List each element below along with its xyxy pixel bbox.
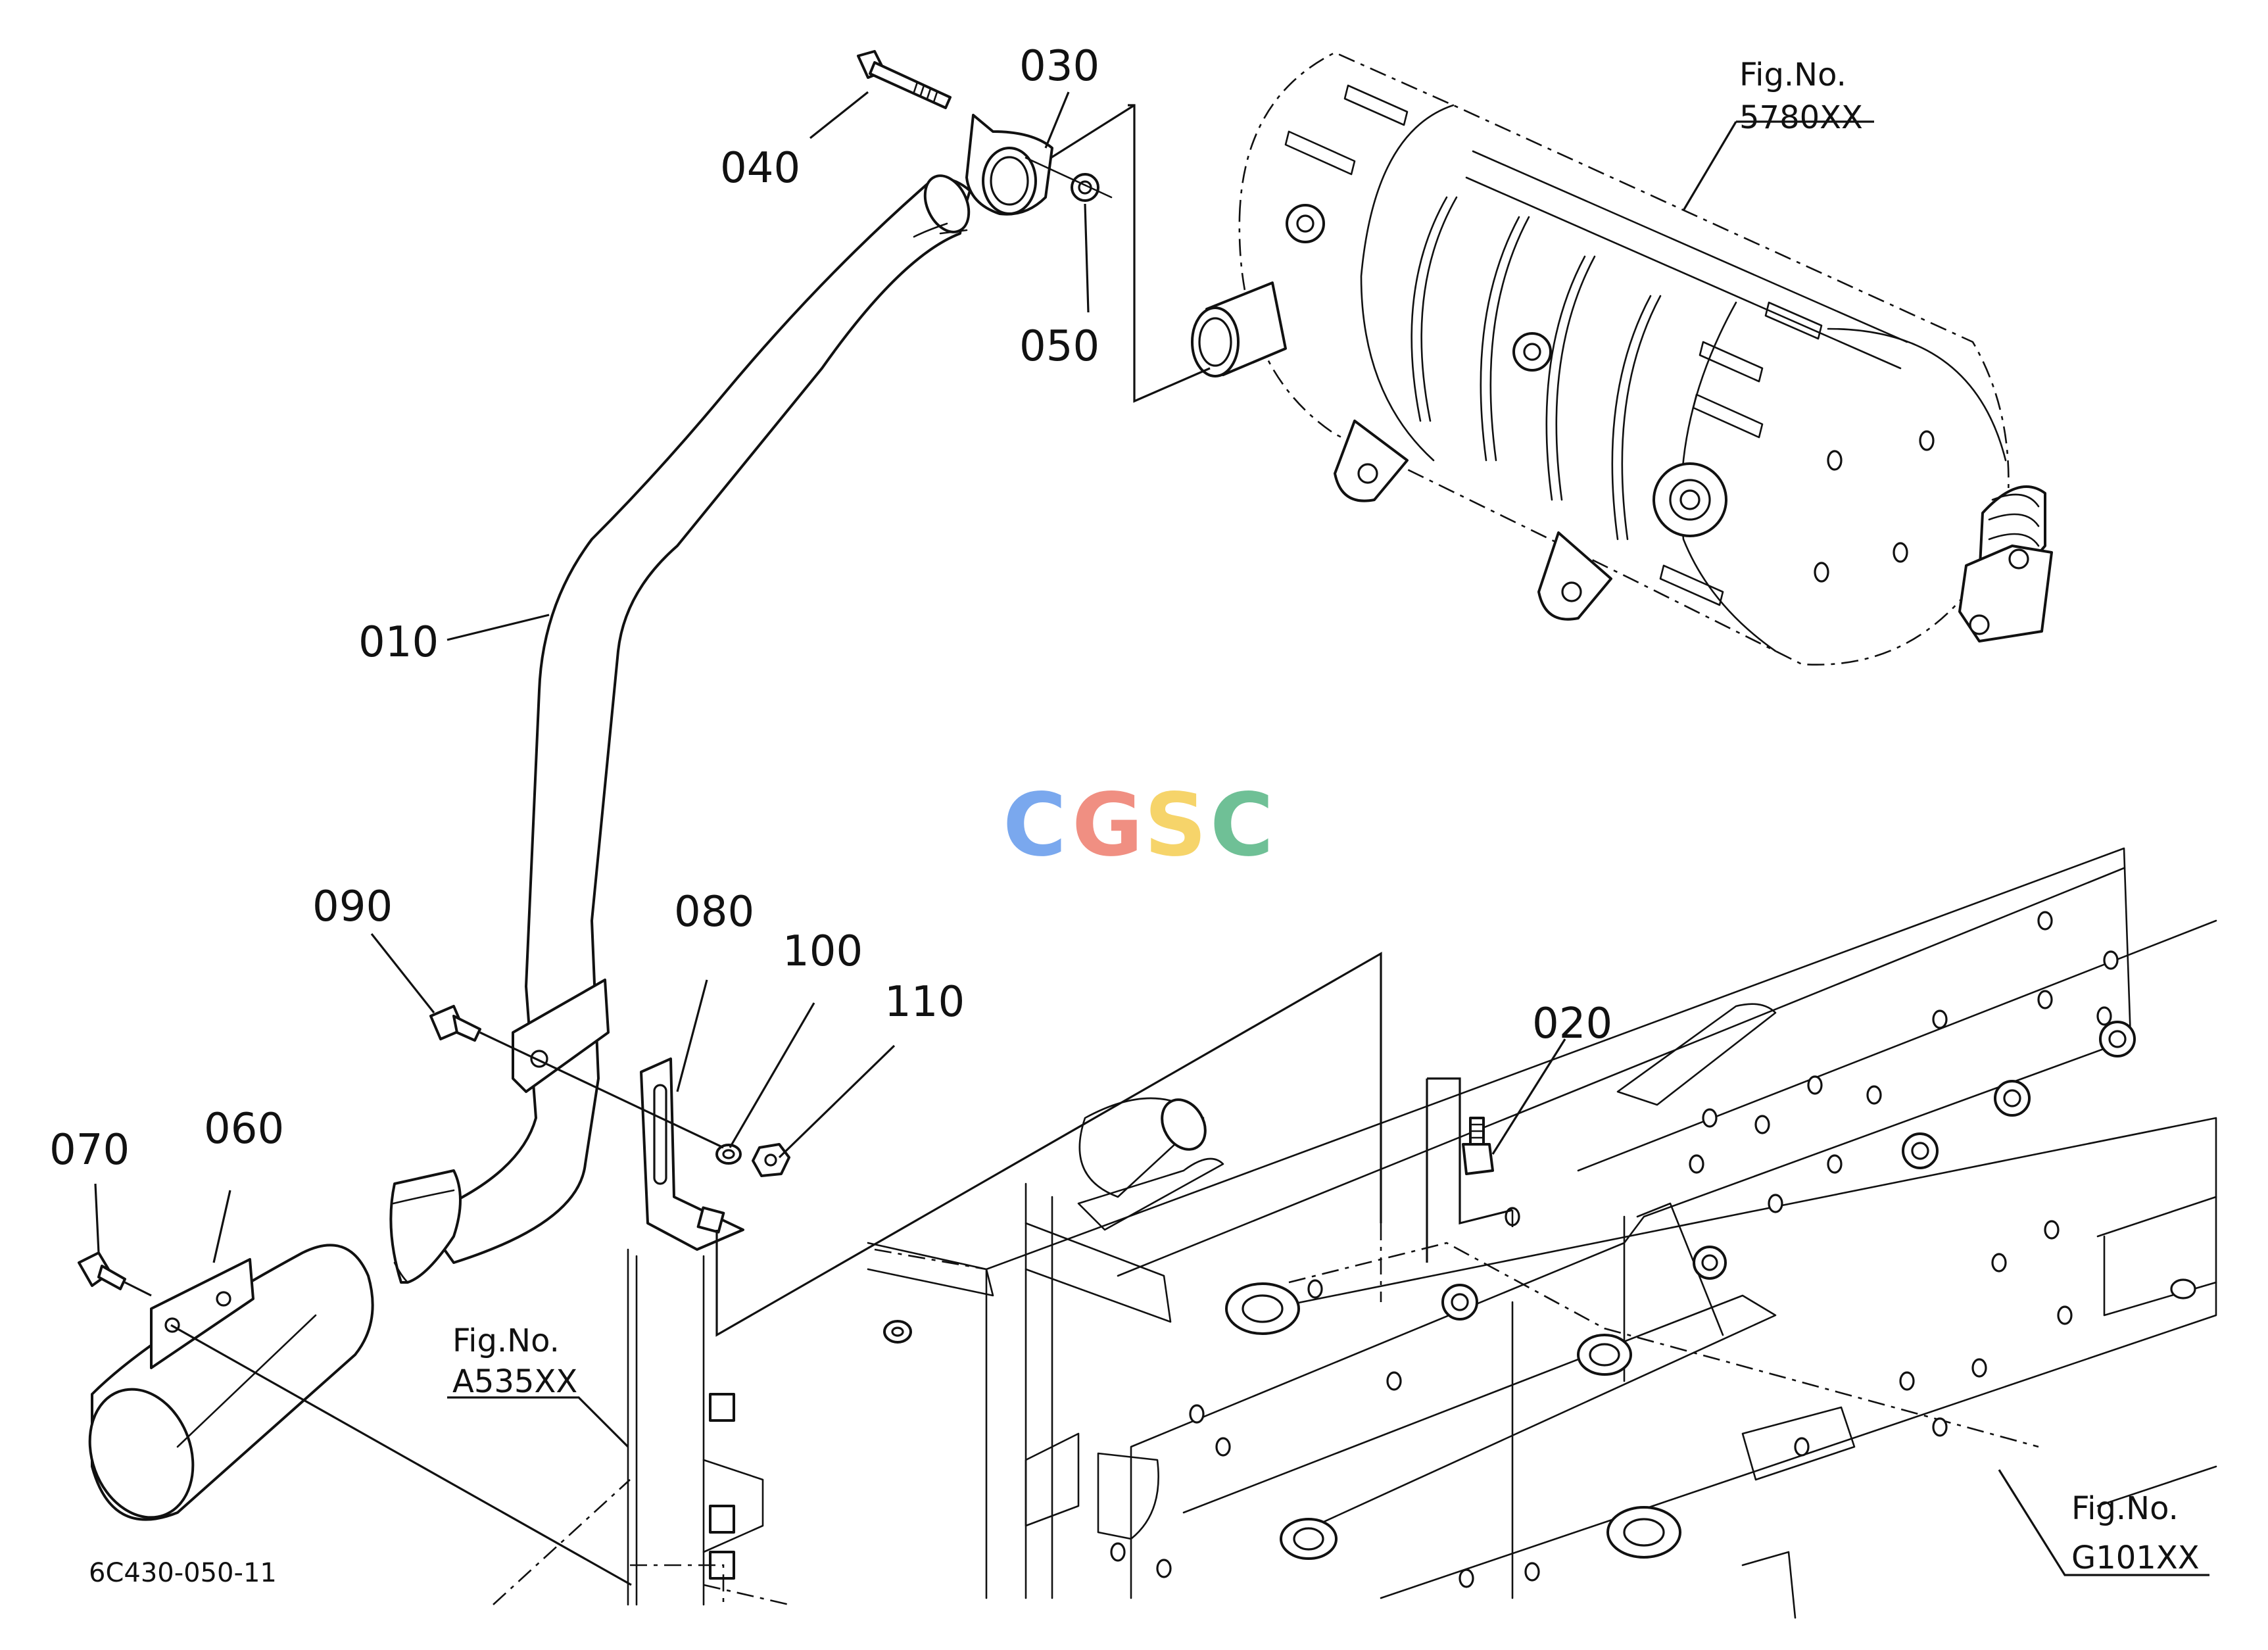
callout-010: 010 xyxy=(358,618,439,667)
clamp-bolt-nut xyxy=(857,50,1113,216)
exhaust-pipe xyxy=(389,174,971,1284)
callout-070: 070 xyxy=(49,1126,130,1175)
watermark-letter-3: S xyxy=(1144,775,1207,876)
callout-080: 080 xyxy=(674,888,754,936)
leader-lines xyxy=(94,91,2209,1576)
callout-100: 100 xyxy=(783,927,863,976)
callout-110: 110 xyxy=(884,978,965,1027)
callout-030: 030 xyxy=(1019,42,1099,91)
bolt-090 xyxy=(429,1005,724,1149)
figure-references: Fig.No. 5780XX Fig.No. A535XX Fig.No. G1… xyxy=(452,57,2200,1576)
callout-020: 020 xyxy=(1532,1000,1612,1048)
fig-ref-label-muffler: Fig.No. xyxy=(1739,57,1846,93)
reference-lines xyxy=(715,104,1514,1337)
muffler-assembly xyxy=(1191,51,2053,666)
frame-assembly xyxy=(867,847,2217,1619)
callout-090: 090 xyxy=(312,883,393,931)
fig-ref-label-frame: Fig.No. xyxy=(2071,1490,2179,1527)
callout-060: 060 xyxy=(204,1105,284,1153)
bolt-020 xyxy=(1462,1117,1494,1175)
stay-assembly xyxy=(493,1248,790,1606)
fig-ref-label-stay: Fig.No. xyxy=(452,1322,560,1359)
watermark-letter-1: C xyxy=(1003,775,1067,876)
callout-labels: 030 040 050 010 090 080 100 110 020 070 … xyxy=(49,42,1612,1175)
watermark-letter-2: G xyxy=(1072,775,1143,876)
tail-pipe xyxy=(78,1244,632,1586)
callout-040: 040 xyxy=(720,144,800,193)
drawing-code: 6C430-050-11 xyxy=(89,1558,277,1588)
watermark-letter-4: C xyxy=(1210,775,1274,876)
fig-ref-number-frame: G101XX xyxy=(2071,1540,2200,1576)
callout-050: 050 xyxy=(1019,322,1099,371)
bracket-washer-nut xyxy=(640,1057,790,1251)
fig-ref-number-muffler: 5780XX xyxy=(1739,99,1863,136)
fig-ref-number-stay: A535XX xyxy=(452,1363,577,1400)
watermark-logo: C G S C xyxy=(1003,775,1274,876)
